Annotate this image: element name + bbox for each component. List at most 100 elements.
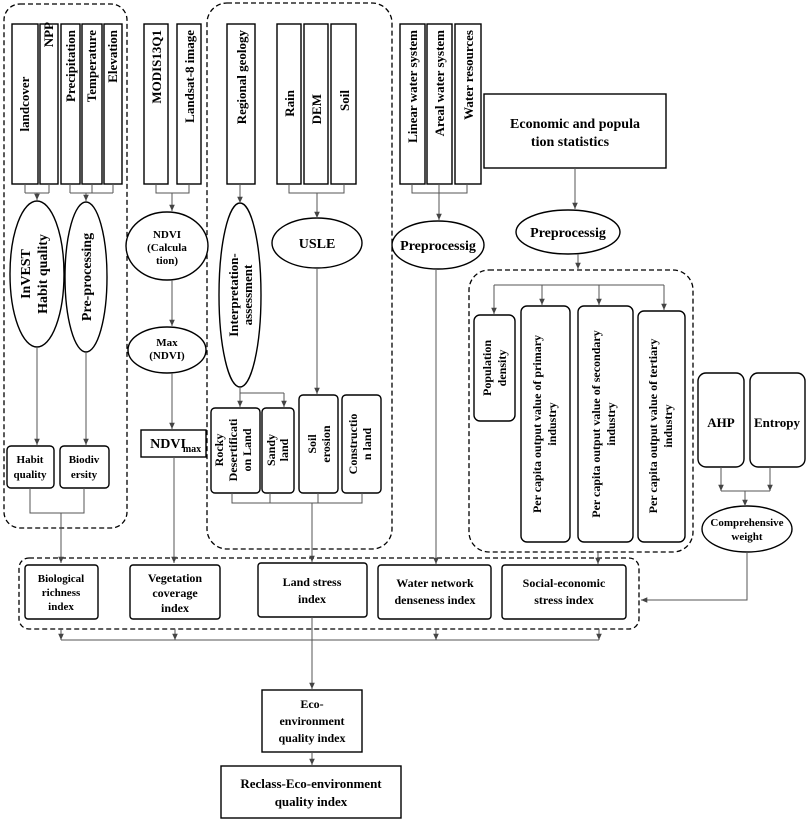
input-precipitation: Precipitation	[60, 23, 81, 185]
svg-text:tion statistics: tion statistics	[531, 135, 610, 150]
svg-text:Water network: Water network	[396, 576, 474, 590]
svg-text:Areal water system: Areal water system	[432, 30, 447, 137]
svg-text:industry: industry	[661, 404, 675, 447]
svg-text:Per capita output value of ter: Per capita output value of tertiary	[646, 339, 660, 514]
process-pre-processing: Pre-processing	[64, 201, 108, 353]
output-eco-environment-quality-index: Eco- environment quality index	[261, 689, 363, 753]
svg-text:DEM: DEM	[309, 94, 324, 124]
input-elevation: Elevation	[103, 23, 123, 185]
svg-text:industry: industry	[604, 402, 618, 445]
svg-text:land: land	[277, 438, 291, 461]
svg-text:richness: richness	[42, 587, 81, 599]
process-max-ndvi: Max (NDVI)	[127, 326, 207, 374]
svg-text:Biodiv: Biodiv	[69, 454, 100, 466]
svg-text:Constructio: Constructio	[346, 414, 360, 475]
svg-text:assessment: assessment	[240, 264, 255, 325]
svg-text:Biological: Biological	[38, 573, 84, 585]
svg-text:Soil: Soil	[305, 434, 319, 454]
svg-text:Comprehensive: Comprehensive	[710, 517, 783, 529]
input-npp: NPP	[39, 22, 59, 185]
process-preprocessing-water: Preprocessig	[391, 220, 485, 270]
input-areal-water-system: Areal water system	[426, 23, 453, 185]
svg-text:InVEST: InVEST	[19, 248, 34, 298]
socio-economic-group-frame	[468, 269, 694, 553]
svg-text:Regional geology: Regional geology	[234, 30, 249, 125]
input-modis13q1: MODIS13Q1	[143, 23, 169, 185]
svg-text:Landsat-8 image: Landsat-8 image	[182, 30, 197, 123]
svg-text:Population: Population	[480, 340, 494, 396]
process-invest-habit-quality: InVEST Habit quality	[9, 200, 65, 348]
svg-text:USLE: USLE	[299, 237, 336, 252]
svg-text:MODIS13Q1: MODIS13Q1	[149, 30, 164, 104]
svg-text:on Land: on Land	[240, 428, 254, 471]
svg-text:Entropy: Entropy	[754, 415, 800, 430]
input-dem: DEM	[303, 23, 329, 185]
svg-text:Rain: Rain	[282, 89, 297, 117]
box-construction-land: Constructio n land	[341, 394, 382, 494]
index-social-economic-stress: Social-economic stress index	[501, 564, 627, 620]
box-primary-industry: Per capita output value of primary indus…	[520, 305, 571, 543]
svg-text:index: index	[48, 601, 74, 613]
box-biodiversity: Biodiv ersity	[59, 445, 110, 489]
input-temperature: Temperature	[81, 23, 103, 185]
process-preprocessing-economic: Preprocessig	[515, 209, 621, 255]
svg-text:quality: quality	[13, 469, 47, 481]
box-habit-quality: Habit quality	[6, 445, 55, 489]
svg-text:Temperature: Temperature	[84, 30, 99, 102]
svg-text:Soil: Soil	[337, 90, 352, 111]
svg-text:density: density	[495, 350, 509, 387]
svg-text:Max: Max	[156, 337, 178, 349]
svg-text:Vegetation: Vegetation	[148, 571, 203, 585]
input-economic-population-statistics: Economic and popula tion statistics	[483, 93, 667, 169]
svg-text:NDVI: NDVI	[153, 229, 181, 241]
input-rain: Rain	[276, 23, 302, 185]
svg-text:landcover: landcover	[17, 76, 32, 131]
svg-text:weight: weight	[731, 531, 763, 543]
input-landsat8: Landsat-8 image	[176, 23, 202, 185]
svg-text:(NDVI): (NDVI)	[149, 350, 185, 362]
svg-text:n land: n land	[360, 427, 374, 460]
svg-text:index: index	[161, 601, 189, 615]
connectors	[24, 168, 773, 765]
svg-text:index: index	[298, 592, 326, 606]
svg-text:coverage: coverage	[152, 586, 198, 600]
box-ahp: AHP	[697, 372, 745, 468]
index-row-frame	[18, 557, 640, 630]
process-interpretation-assessment: Interpretation- assessment	[218, 202, 262, 388]
svg-text:Pre-processing: Pre-processing	[80, 233, 95, 321]
svg-text:Preprocessig: Preprocessig	[400, 239, 476, 254]
box-sandy-land: Sandy land	[261, 407, 295, 494]
svg-text:Reclass-Eco-environment: Reclass-Eco-environment	[240, 776, 382, 791]
svg-text:Desertificati: Desertificati	[226, 418, 240, 481]
svg-text:NDVI: NDVI	[150, 437, 186, 452]
svg-text:Habit quality: Habit quality	[36, 234, 51, 314]
index-biological-richness: Biological richness index	[24, 564, 99, 620]
input-soil: Soil	[330, 23, 357, 185]
svg-text:stress index: stress index	[534, 593, 593, 607]
svg-text:Economic and popula: Economic and popula	[510, 117, 640, 132]
output-reclass-eco-environment-quality-index: Reclass-Eco-environment quality index	[220, 765, 402, 819]
svg-text:Eco-: Eco-	[300, 697, 323, 711]
land-stress-group-frame	[206, 2, 393, 550]
box-population-density: Population density	[473, 314, 516, 422]
svg-text:Habit: Habit	[17, 454, 44, 466]
svg-text:AHP: AHP	[707, 415, 735, 430]
svg-text:quality index: quality index	[275, 794, 348, 809]
svg-text:Interpretation-: Interpretation-	[226, 253, 241, 337]
biological-group-frame	[3, 3, 128, 529]
svg-text:Sandy: Sandy	[264, 434, 278, 466]
svg-text:max: max	[183, 444, 201, 455]
box-rocky-desertification-land: Rocky Desertificati on Land	[210, 407, 261, 494]
svg-text:erosion: erosion	[319, 425, 333, 462]
input-linear-water-system: Linear water system	[399, 23, 426, 185]
svg-text:Per capita output value of pri: Per capita output value of primary	[530, 335, 544, 513]
svg-text:quality index: quality index	[278, 731, 345, 745]
svg-text:Per capita output value of sec: Per capita output value of secondary	[589, 330, 603, 517]
box-tertiary-industry: Per capita output value of tertiary indu…	[637, 310, 686, 543]
svg-text:Land stress: Land stress	[283, 575, 342, 589]
index-land-stress: Land stress index	[257, 562, 368, 618]
svg-text:tion): tion)	[156, 255, 178, 267]
process-usle: USLE	[271, 217, 363, 269]
